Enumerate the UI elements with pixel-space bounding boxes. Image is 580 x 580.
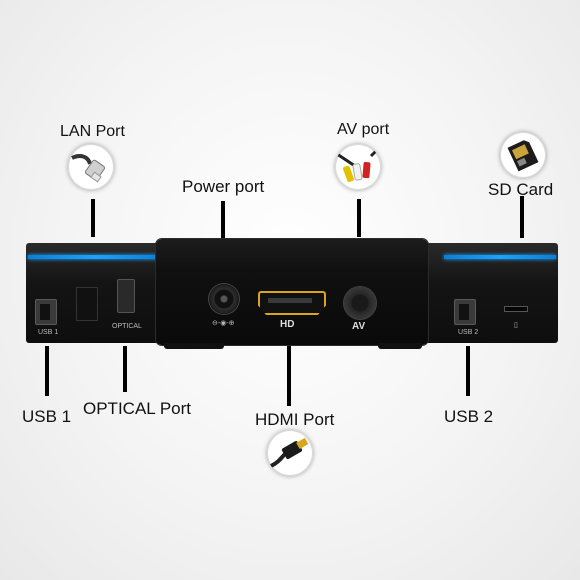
av-cable-icon: [336, 146, 381, 182]
hdmi-port[interactable]: [258, 291, 326, 315]
hdmi-leader-line: [287, 346, 291, 406]
hdmi-cable-icon: [270, 437, 309, 468]
device-right-panel: [420, 243, 558, 343]
lan-port-label: LAN Port: [60, 123, 125, 140]
optical-port-label: OPTICAL Port: [83, 399, 192, 418]
tv-box-device: USB 1 OPTICAL ⊖-◉-⊕ HD AV USB 2 ▯: [26, 239, 558, 349]
hd-mark: HD: [280, 319, 295, 330]
usb1-port[interactable]: [35, 299, 57, 325]
av-mark: AV: [352, 321, 366, 332]
sd-card-icon: [507, 140, 539, 172]
right-led-strip: [444, 255, 556, 259]
usb2-label: USB 2: [444, 407, 494, 426]
hdmi-port-label: HDMI Port: [255, 410, 335, 429]
lan-port[interactable]: [76, 287, 98, 321]
power-leader-line: [221, 201, 225, 241]
left-led-strip: [28, 255, 162, 259]
power-port-label: Power port: [182, 177, 265, 196]
usb1-mark: USB 1: [38, 329, 59, 336]
power-port[interactable]: [209, 284, 239, 314]
optical-port[interactable]: [117, 279, 135, 313]
lan-leader-line: [91, 199, 95, 237]
usb2-port[interactable]: [454, 299, 476, 325]
hdmi-cable-bubble: [267, 430, 313, 476]
lan-cable-bubble: [68, 144, 114, 190]
device-foot-right: [378, 343, 422, 349]
av-leader-line: [357, 199, 361, 237]
av-cable-bubble: [335, 144, 381, 190]
lan-cable-icon: [71, 154, 106, 183]
usb2-leader-line: [466, 346, 470, 396]
sd-card-bubble: [500, 132, 546, 178]
sd-card-label: SD Card: [488, 180, 554, 199]
optical-leader-line: [123, 346, 127, 392]
sd-card-mark: ▯: [514, 322, 518, 329]
usb1-label: USB 1: [22, 407, 72, 426]
device-foot-left: [164, 343, 224, 349]
power-polarity-mark: ⊖-◉-⊕: [212, 320, 235, 327]
av-port[interactable]: [344, 287, 376, 319]
sd-leader-line: [520, 196, 524, 238]
sd-card-slot[interactable]: [504, 306, 528, 312]
optical-mark: OPTICAL: [112, 323, 142, 330]
av-port-label: AV port: [337, 121, 390, 138]
usb1-leader-line: [45, 346, 49, 396]
usb2-mark: USB 2: [458, 329, 479, 336]
